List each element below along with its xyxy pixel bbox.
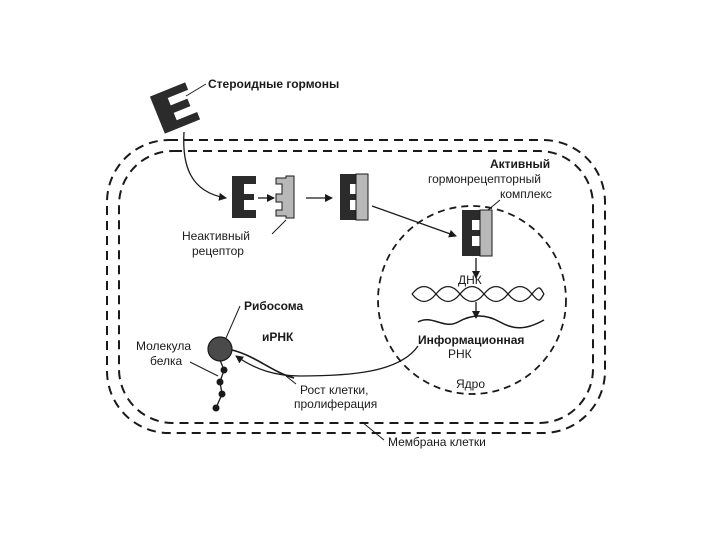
ribosome-icon: [207, 336, 233, 362]
inactive-receptor-label-2: рецептор: [192, 244, 244, 258]
ribosome-label: Рибосома: [244, 299, 304, 313]
inactive-label-leader: [271, 219, 287, 235]
ribosome-label-leader: [225, 305, 241, 339]
mrna-label: иРНК: [262, 330, 294, 344]
growth-label-leader: [285, 375, 297, 385]
hormone-label-leader: [185, 83, 207, 97]
nucleus-label: Ядро: [456, 377, 485, 391]
active-label-leader: [487, 199, 501, 211]
inactive-receptor-label-1: Неактивный: [182, 229, 250, 243]
active-complex-label-3: комплекс: [500, 187, 552, 201]
hormone-entry-arrow: [183, 131, 227, 201]
protein-chain-icon: [212, 359, 228, 412]
dna-label: ДНК: [458, 273, 482, 287]
complex-cytoplasm-icon: [340, 173, 369, 221]
active-complex-label-1: Активный: [490, 157, 550, 171]
cell-membrane-inner: [118, 150, 594, 424]
dna-helix: [411, 285, 545, 303]
steroid-hormones-label: Стероидные гормоны: [208, 77, 339, 91]
mrna-cytoplasm: [231, 349, 295, 379]
info-rna-label-2: РНК: [448, 347, 472, 361]
membrane-label-leader: [361, 421, 385, 441]
hormone-in-cell-icon: [232, 176, 256, 218]
mrna-strand: [417, 315, 545, 329]
protein-label-1: Молекула: [136, 339, 191, 353]
steroid-hormone-icon: [149, 82, 201, 134]
nuclear-translocation-arrow: [371, 205, 457, 238]
active-complex-label-2: гормонрецепторный: [428, 172, 541, 186]
growth-label-2: пролиферация: [294, 397, 377, 411]
info-rna-label-1: Информационная: [418, 333, 524, 347]
nucleus-boundary: [377, 205, 567, 395]
membrane-label: Мембрана клетки: [388, 435, 486, 449]
inactive-receptor-icon: [275, 175, 295, 219]
cell-membrane-outer: [106, 139, 606, 434]
active-complex-icon: [462, 209, 493, 257]
protein-label-2: белка: [150, 354, 183, 368]
mrna-export-arrow: [235, 345, 419, 377]
protein-label-leader: [189, 361, 219, 377]
growth-label-1: Рост клетки,: [300, 383, 368, 397]
